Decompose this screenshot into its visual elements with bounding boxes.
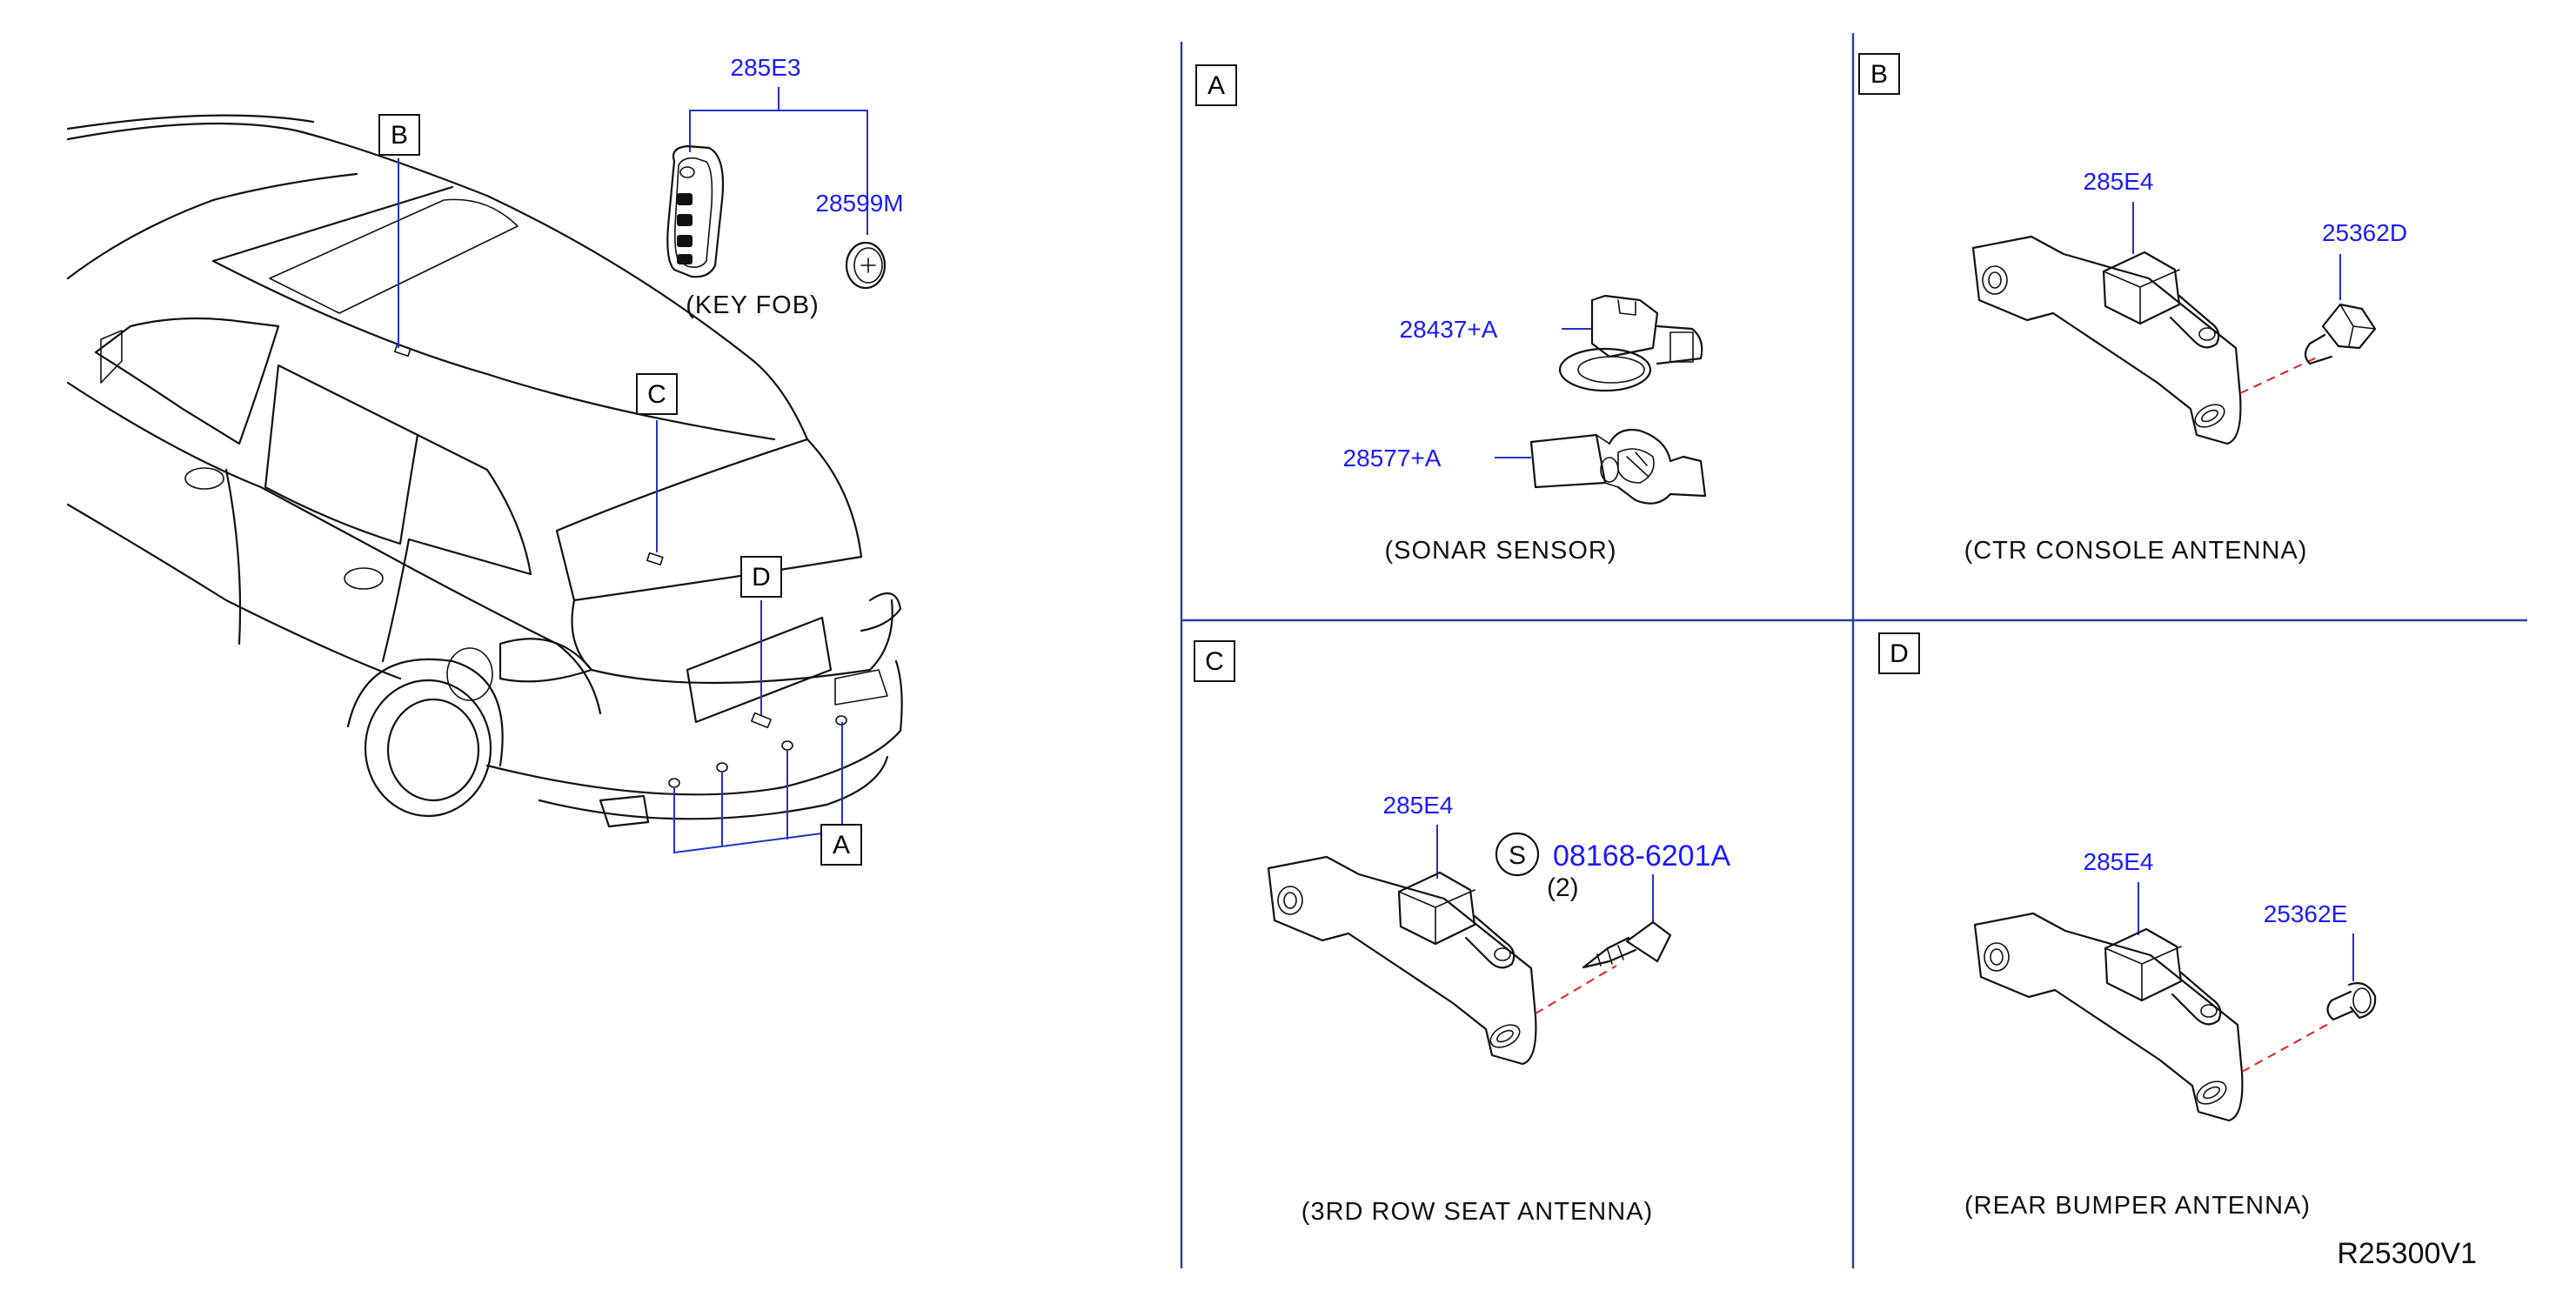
overview-label-b-text: B [391,121,408,150]
panel-dividers [1180,33,2527,1268]
coin-battery-icon [845,241,887,290]
panel-a-label: A [1208,71,1225,100]
overview-label-a-text: A [833,831,850,860]
key-fob-icon [666,144,725,278]
screw-symbol-group: S [1495,832,1540,877]
sonar-sensor-icon [1558,294,1703,392]
key-fob-part-number: 285E3 [731,54,801,81]
panel-a: A 28437+A 28577+A (SONAR SENSOR) [1195,64,1707,565]
rear-bumper-antenna-icon [1973,912,2244,1122]
panel-a-part-2: 28577+A [1343,445,1442,472]
tapping-screw-icon [1582,920,1672,969]
key-fob-group: 285E3 28599M (KEY FOB) [666,54,904,319]
sonar-bracket-icon [1529,428,1707,505]
screw-quantity: (2) [1547,873,1579,902]
panel-a-caption: (SONAR SENSOR) [1385,537,1617,565]
panel-c-part-1: 285E4 [1383,792,1454,819]
panel-d: D 285E4 25362E (REAR BUMPER ANTENNA) [1878,632,2377,1220]
panel-b-part-1: 285E4 [2084,168,2154,195]
screw-part-number: 08168-6201A [1553,839,1731,873]
panel-b-caption: (CTR CONSOLE ANTENNA) [1964,537,2308,565]
key-fob-caption: (KEY FOB) [686,291,820,319]
panel-d-part-1: 285E4 [2084,848,2154,875]
overview-label-d: D [740,556,782,598]
overview-leaders [398,158,843,854]
panel-d-part-2: 25362E [2264,900,2348,927]
panel-c-label: C [1205,647,1224,676]
3rd-row-antenna-icon [1267,855,1537,1066]
overview-label-c-text: C [647,380,666,409]
panel-c: C 285E4 S 08168-6201A (2) (3RD ROW [1194,640,1731,1226]
panel-d-label: D [1890,639,1909,668]
key-fob-battery-part-number: 28599M [815,190,903,217]
panel-d-caption: (REAR BUMPER ANTENNA) [1964,1192,2311,1220]
clip-25362e-icon [2326,982,2377,1021]
panel-b-label: B [1870,60,1888,89]
overview-label-a: A [820,824,862,866]
panel-a-part-1: 28437+A [1400,316,1498,343]
panel-c-caption: (3RD ROW SEAT ANTENNA) [1301,1198,1653,1226]
overview-label-d-text: D [752,563,771,592]
diagram-code: R25300V1 [2337,1237,2477,1270]
ctr-console-antenna-icon [1971,235,2242,445]
panel-b-part-2: 25362D [2322,219,2407,246]
panel-b: B 285E4 25362D (CTR CONSOLE ANTENNA) [1858,53,2407,565]
screw-symbol: S [1509,841,1526,870]
vehicle-rear-view [66,114,903,828]
overview-label-b: B [378,114,420,156]
clip-25362d-icon [2304,303,2377,365]
overview-label-c: C [636,373,678,415]
